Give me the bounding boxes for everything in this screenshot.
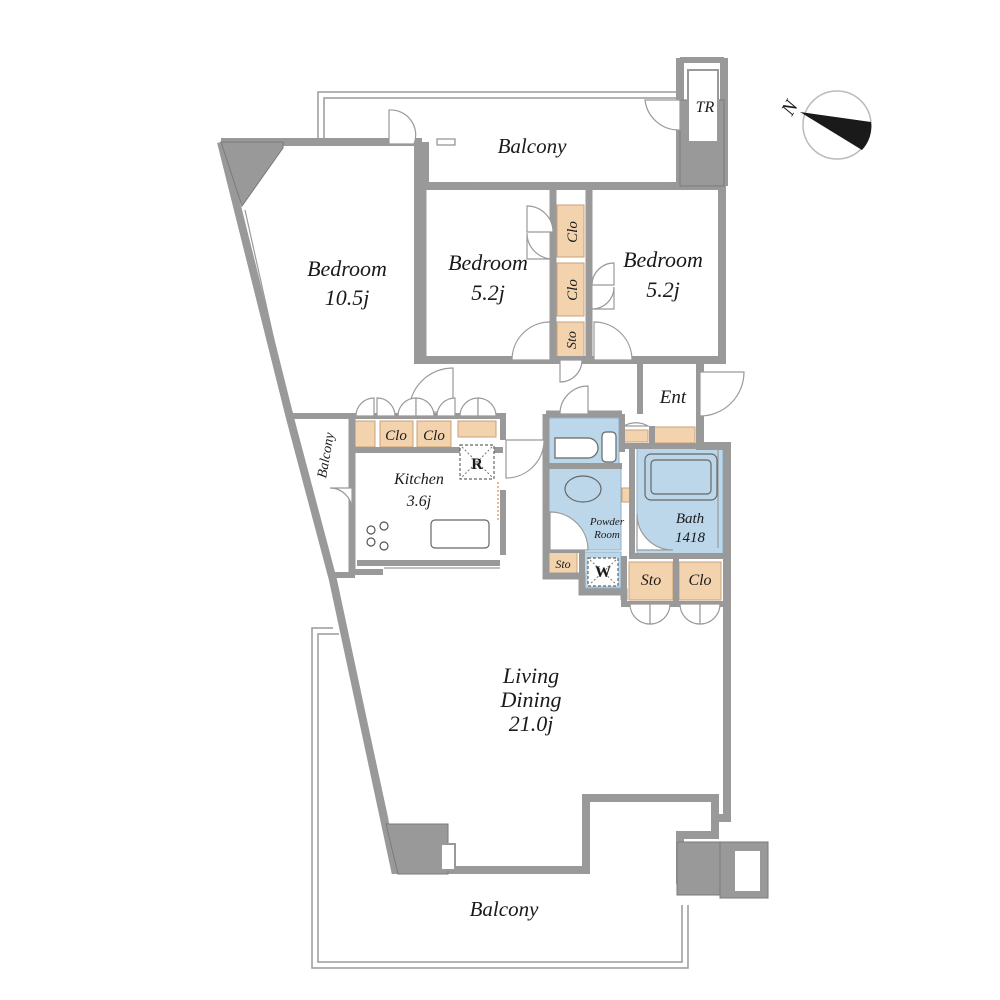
stove-burners [366,521,389,551]
bedroom-right-size: 5.2j [646,277,680,302]
kitchen-label: Kitchen [393,471,444,488]
kitchen-closet-1-label: Clo [385,428,407,444]
washer-label: W [595,564,611,581]
kitchen-closet-2-label: Clo [423,428,445,444]
closet-upper-label: Clo [565,221,581,243]
tr-label: TR [696,99,715,116]
storage-hall-label: Sto [565,331,580,349]
room-labels: Balcony TR Bedroom 10.5j Bedroom 5.2j Be… [307,99,714,921]
bedroom-center-label: Bedroom [448,250,528,275]
refrigerator-label: R [471,456,483,473]
kitchen-sink [430,519,490,549]
balcony-railings [291,91,689,969]
bath-size: 1418 [675,530,706,546]
closet-bath-label: Clo [688,572,711,589]
structural-columns [220,69,769,899]
bedroom-main-size: 10.5j [325,285,370,310]
storage-fills [354,204,722,601]
fixtures [366,431,718,587]
refrigerator-icon [461,446,493,478]
living-dining-size: 21.0j [509,711,554,736]
washer-icon [589,559,617,585]
balcony-bottom-label: Balcony [470,897,539,921]
doors [329,99,745,625]
balcony-top-label: Balcony [498,134,567,158]
living-dining-label-2: Dining [499,687,561,712]
compass-north-icon: N [777,90,872,160]
entrance-label: Ent [659,387,687,408]
toilet-tank [601,431,617,463]
closet-middle-label: Clo [565,279,581,301]
door-balcony-top [388,109,417,145]
bedroom-main-label: Bedroom [307,256,387,281]
bedroom-center-size: 5.2j [471,280,505,305]
compass-north-label: N [777,95,804,120]
bedroom-right-label: Bedroom [623,247,703,272]
sink [564,475,602,503]
balcony-side-label: Balcony [315,431,338,480]
storage-bath-label: Sto [641,572,661,589]
powder-room-label-1: Powder [589,516,625,528]
powder-room-label-2: Room [593,529,620,541]
toilet-bowl [554,437,599,459]
windows [244,185,719,873]
kitchen-size: 3.6j [406,493,432,510]
bathtub [644,453,718,501]
bath-label: Bath [676,511,704,527]
living-dining-label-1: Living [502,663,559,688]
storage-small-label: Sto [555,557,570,571]
